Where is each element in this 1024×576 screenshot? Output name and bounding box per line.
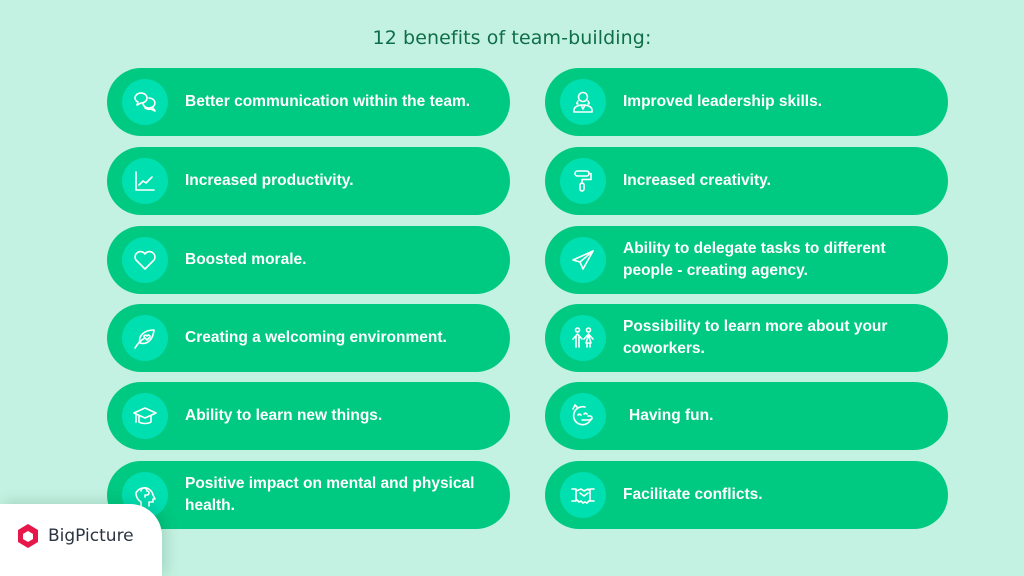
benefit-label: Having fun. xyxy=(629,407,714,424)
benefit-label: Facilitate conflicts. xyxy=(623,486,763,503)
benefit-card: Facilitate conflicts. xyxy=(545,461,948,529)
handshake-icon xyxy=(560,472,606,518)
leaf-heart-icon xyxy=(122,315,168,361)
benefit-label: Ability to learn new things. xyxy=(185,407,383,424)
benefit-card: Increased creativity. xyxy=(545,147,948,215)
benefit-card: Increased productivity. xyxy=(107,147,510,215)
heart-icon xyxy=(122,237,168,283)
speech-bubbles-icon xyxy=(122,79,168,125)
benefit-label: Positive impact on mental and physical h… xyxy=(185,475,475,514)
benefit-label: Boosted morale. xyxy=(185,251,307,268)
benefit-card: Better communication within the team. xyxy=(107,68,510,136)
two-people-icon xyxy=(560,315,606,361)
party-face-icon xyxy=(560,393,606,439)
paper-plane-icon xyxy=(560,237,606,283)
benefit-label: Ability to delegate tasks to different p… xyxy=(623,240,886,279)
benefit-card: Having fun. xyxy=(545,382,948,450)
benefit-card: Boosted morale. xyxy=(107,226,510,294)
benefit-label: Increased productivity. xyxy=(185,172,354,189)
benefit-card: Ability to delegate tasks to different p… xyxy=(545,226,948,294)
benefit-label: Possibility to learn more about your cow… xyxy=(623,318,888,357)
paint-roller-icon xyxy=(560,158,606,204)
logo-wordmark: BigPicture xyxy=(48,526,134,546)
benefit-label: Better communication within the team. xyxy=(185,93,471,110)
benefit-label: Improved leadership skills. xyxy=(623,93,822,110)
benefit-card: Creating a welcoming environment. xyxy=(107,304,510,372)
benefit-card: Possibility to learn more about your cow… xyxy=(545,304,948,372)
leader-person-icon xyxy=(560,79,606,125)
graduation-cap-icon xyxy=(122,393,168,439)
benefit-label: Increased creativity. xyxy=(623,172,771,189)
brand-logo: BigPicture xyxy=(0,504,162,576)
page-title: 12 benefits of team-building: xyxy=(372,27,652,49)
benefit-label: Creating a welcoming environment. xyxy=(185,329,447,346)
line-chart-icon xyxy=(122,158,168,204)
benefit-card: Positive impact on mental and physical h… xyxy=(107,461,510,529)
benefit-card: Improved leadership skills. xyxy=(545,68,948,136)
hexagon-logo-icon xyxy=(18,524,38,548)
benefit-card: Ability to learn new things. xyxy=(107,382,510,450)
